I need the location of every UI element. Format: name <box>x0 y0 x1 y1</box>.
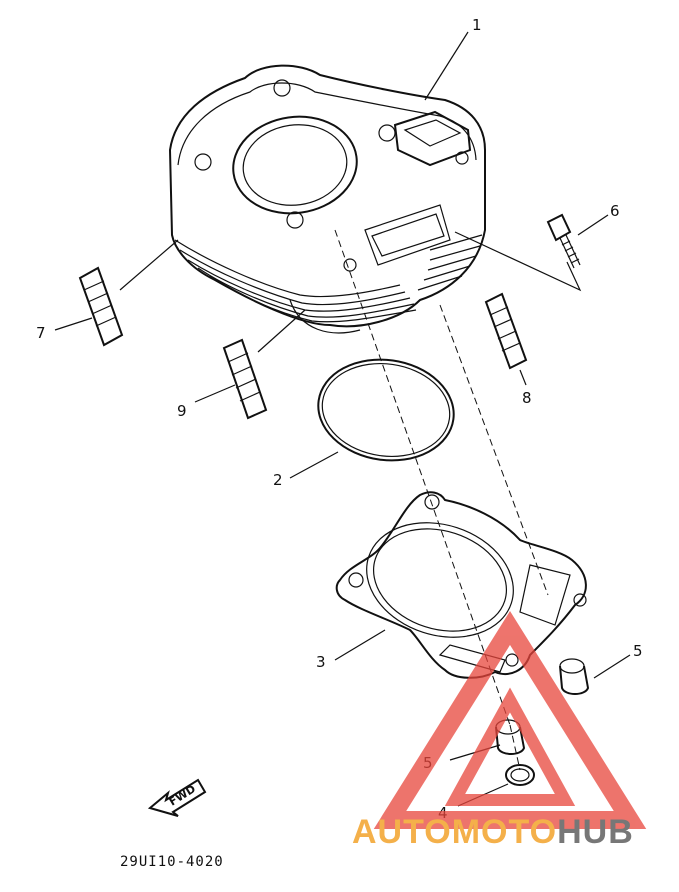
watermark-text-auto: AUTO <box>352 813 452 851</box>
alignment-line <box>509 724 521 771</box>
fwd-arrow-icon: FWD <box>147 778 207 817</box>
leader-8 <box>519 369 527 386</box>
small-o-ring <box>505 764 535 786</box>
alignment-line <box>439 304 549 596</box>
svg-text:AUTOMOTOHUB: AUTOMOTOHUB <box>352 813 634 851</box>
leader-9 <box>257 309 306 353</box>
leader-3 <box>334 629 386 661</box>
leader-6 <box>454 231 582 292</box>
leader-1 <box>424 31 469 101</box>
watermark-inner-triangle-icon <box>444 687 576 806</box>
cylinder-gasket <box>335 491 587 679</box>
callout-6: 6 <box>610 202 620 220</box>
leader-5a <box>593 654 631 679</box>
leader-7b <box>54 317 93 331</box>
leader-6b <box>577 214 609 236</box>
leader-7 <box>119 239 179 291</box>
pin-8 <box>484 292 528 370</box>
watermark-text-hub: HUB <box>557 813 634 851</box>
callout-7: 7 <box>36 324 46 342</box>
dowel-pin-right <box>559 658 590 695</box>
leader-9b <box>194 384 236 403</box>
bolt <box>546 213 581 269</box>
watermark-logo <box>373 611 647 829</box>
diagram-code: 29UI10-4020 <box>120 854 224 870</box>
callout-5-right: 5 <box>633 642 643 660</box>
callout-2: 2 <box>273 471 283 489</box>
cylinder <box>168 64 486 334</box>
watermark-triangle-icon <box>373 611 647 829</box>
callout-1: 1 <box>472 16 482 34</box>
o-ring <box>317 358 455 462</box>
callout-9: 9 <box>177 402 187 420</box>
watermark-text-moto: MOTO <box>452 813 557 851</box>
pin-7 <box>78 266 124 347</box>
fwd-label: FWD <box>167 782 198 808</box>
pin-9 <box>222 338 268 420</box>
callout-8: 8 <box>522 389 532 407</box>
leader-2 <box>289 451 339 479</box>
alignment-line <box>334 229 511 726</box>
callout-3: 3 <box>316 653 326 671</box>
